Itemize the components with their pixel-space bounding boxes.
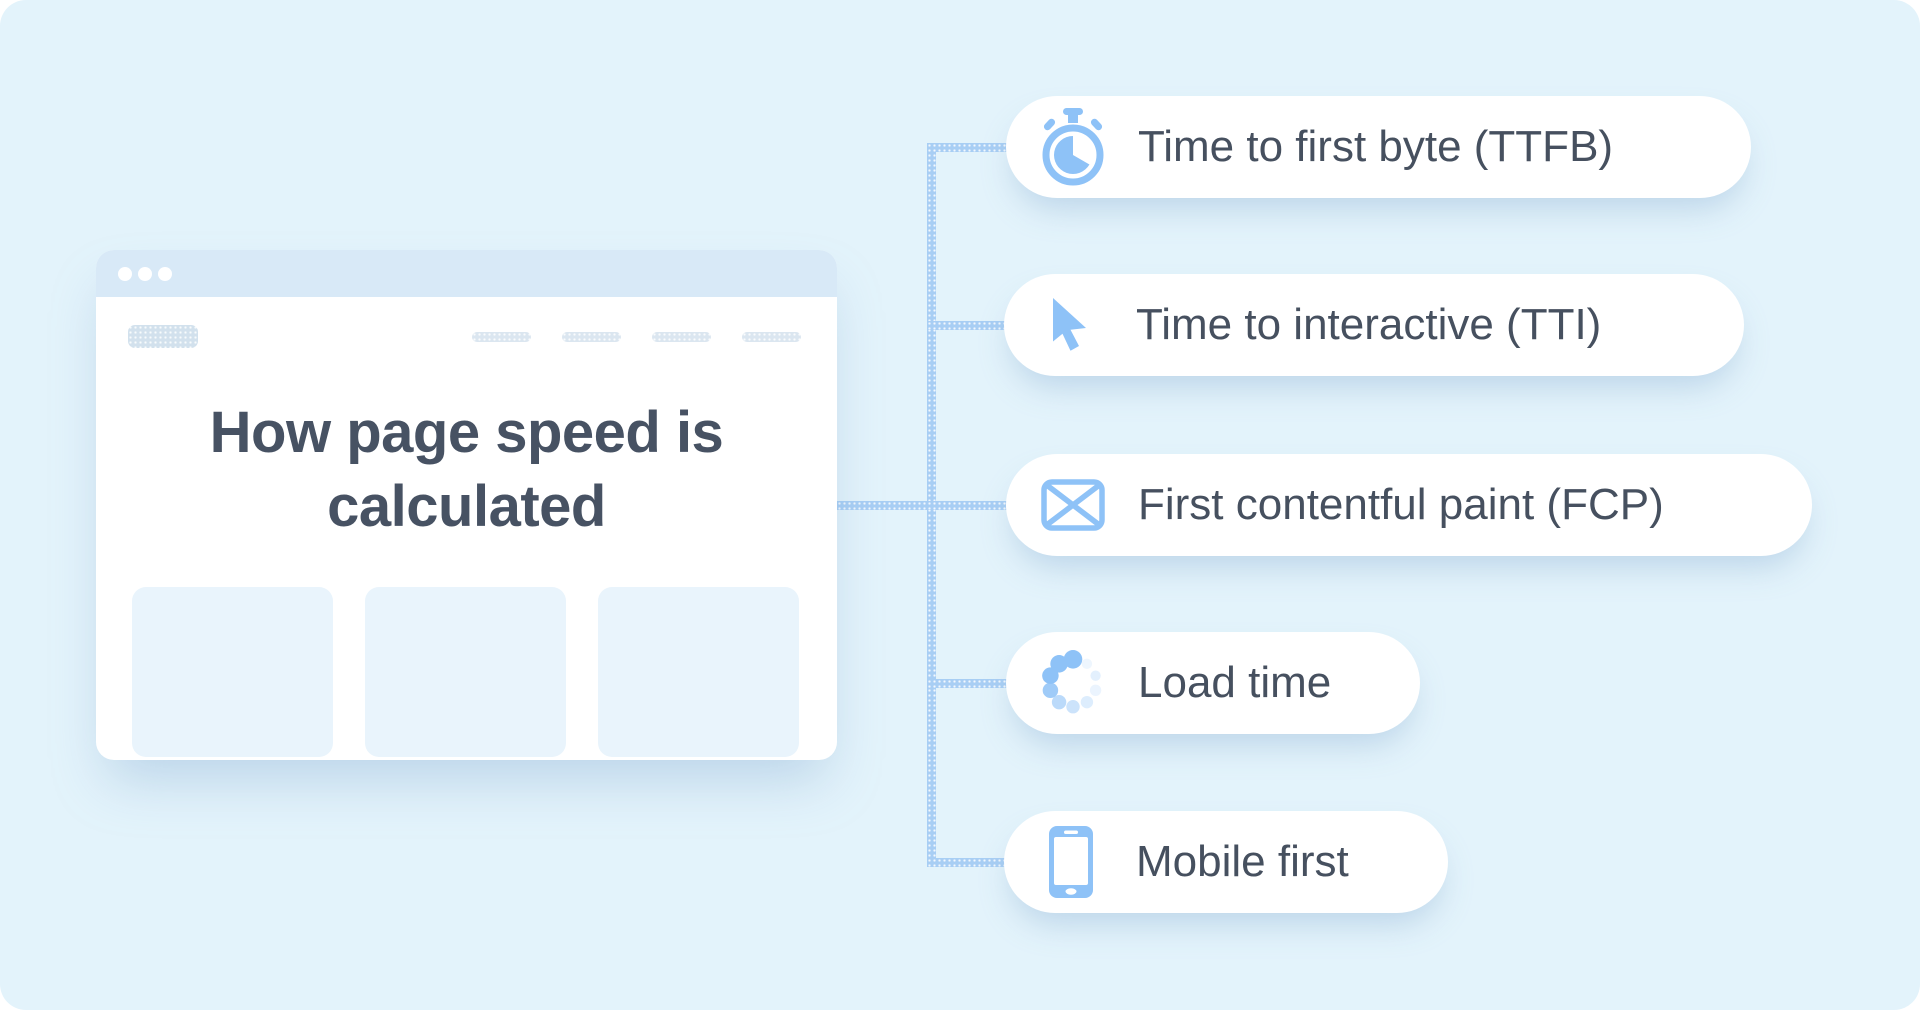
phone-icon [1032,825,1110,899]
connector-branch [822,501,1010,510]
envelope-icon [1034,479,1112,531]
content-card [132,587,333,757]
spinner-icon [1034,650,1112,716]
content-card [598,587,799,757]
window-titlebar [96,250,837,297]
connector-branch [927,858,1009,867]
connector-branch [927,679,1011,688]
logo-placeholder [128,325,198,348]
nav-dash [562,332,621,342]
window-dot [118,267,132,281]
nav-dash [652,332,711,342]
browser-window-card: How page speed is calculated [96,250,837,760]
pill-label: Mobile first [1136,837,1349,886]
stopwatch-icon [1034,108,1112,186]
connector-branch [927,321,1009,330]
nav-dash [472,332,531,342]
window-dot [158,267,172,281]
pill-tti: Time to interactive (TTI) [1004,274,1744,376]
nav-dash [742,332,801,342]
pill-label: Time to first byte (TTFB) [1138,122,1614,171]
cursor-icon [1032,296,1110,354]
pill-mobile-first: Mobile first [1004,811,1448,913]
pill-label: Load time [1138,658,1332,707]
pill-ttfb: Time to first byte (TTFB) [1006,96,1751,198]
page-title: How page speed is calculated [209,400,724,539]
pill-label: First contentful paint (FCP) [1138,480,1664,529]
content-card [365,587,566,757]
window-dot [138,267,152,281]
connector-branch [927,143,1011,152]
pill-fcp: First contentful paint (FCP) [1006,454,1812,556]
pill-load-time: Load time [1006,632,1420,734]
pill-label: Time to interactive (TTI) [1136,300,1602,349]
